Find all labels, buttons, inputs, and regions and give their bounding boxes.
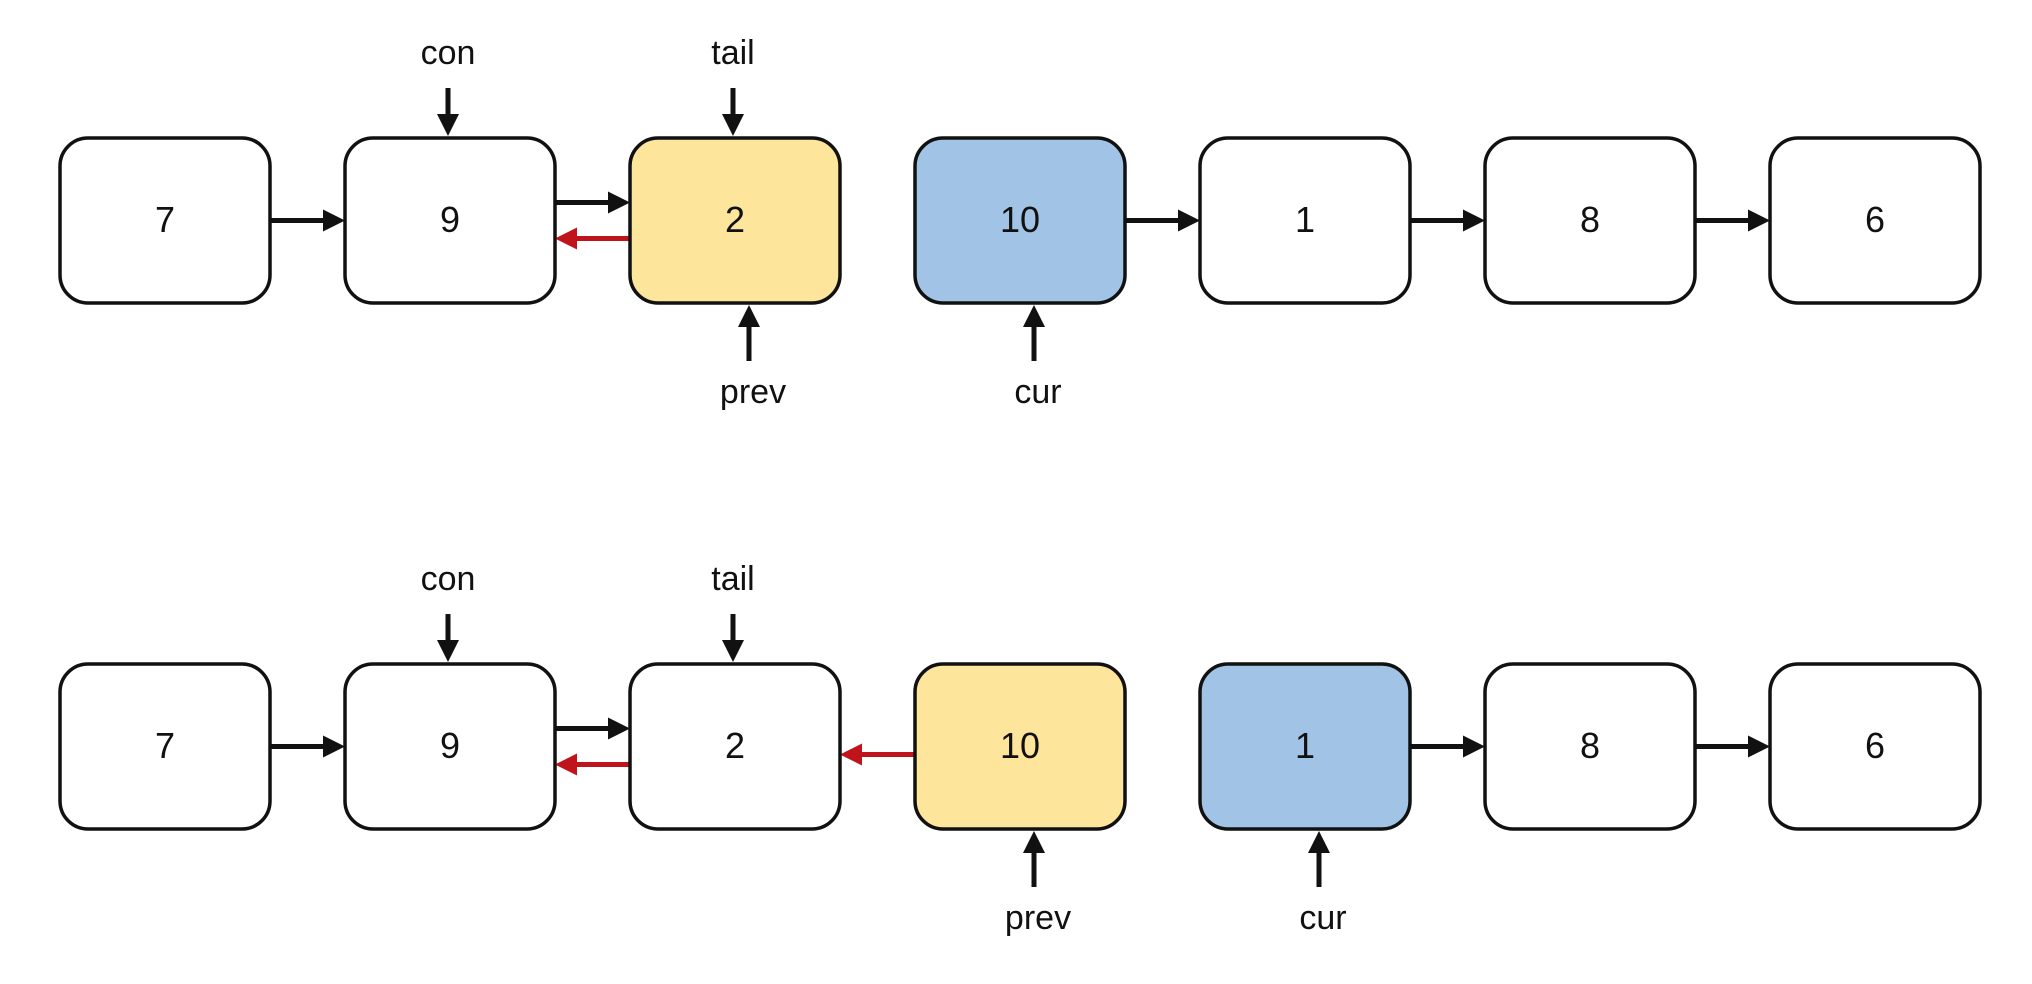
node-box: [343, 662, 557, 831]
node-value: 2: [725, 725, 745, 766]
node-box: [1198, 662, 1412, 831]
node-box: [58, 136, 272, 305]
node-value: 9: [440, 199, 460, 240]
node-box: [1483, 662, 1697, 831]
list-node: 1: [1198, 136, 1412, 305]
node-box: [58, 662, 272, 831]
node-value: 6: [1865, 725, 1885, 766]
pointer-arrow: [722, 88, 744, 136]
next-link-arrow: [555, 191, 630, 214]
list-node: 7: [58, 662, 272, 831]
list-node: 9: [343, 662, 557, 831]
node-box: [343, 136, 557, 305]
list-node: 1: [1198, 662, 1412, 831]
pointer-arrow: [437, 614, 459, 662]
pointer-tail: tail: [711, 560, 755, 662]
pointer-arrow: [437, 88, 459, 136]
reversed-link-arrow: [555, 227, 630, 250]
node-value: 8: [1580, 199, 1600, 240]
node-box: [1768, 136, 1982, 305]
pointer-arrow: [1023, 831, 1045, 887]
reversed-link-arrow: [555, 753, 630, 776]
pointer-cur: cur: [1014, 305, 1062, 411]
list-node: 6: [1768, 136, 1982, 305]
node-value: 7: [155, 199, 175, 240]
node-value: 10: [1000, 725, 1040, 766]
node-box: [628, 136, 842, 305]
node-box: [628, 662, 842, 831]
node-box: [913, 662, 1127, 831]
node-value: 2: [725, 199, 745, 240]
next-link-arrow: [555, 717, 630, 740]
node-value: 10: [1000, 199, 1040, 240]
pointer-tail: tail: [711, 34, 755, 136]
next-link-arrow: [1125, 209, 1200, 232]
list-node: 6: [1768, 662, 1982, 831]
pointer-cur: cur: [1299, 831, 1347, 937]
node-box: [1768, 662, 1982, 831]
pointer-label: cur: [1299, 899, 1346, 937]
node-box: [1483, 136, 1697, 305]
pointer-arrow: [1308, 831, 1330, 887]
node-value: 8: [1580, 725, 1600, 766]
pointer-label: prev: [1005, 899, 1071, 937]
node-box: [913, 136, 1127, 305]
next-link-arrow: [1695, 735, 1770, 758]
reversed-link-arrow: [840, 743, 915, 766]
list-node: 10: [913, 662, 1127, 831]
next-link-arrow: [1410, 735, 1485, 758]
list-node: 2: [628, 662, 842, 831]
pointer-label: tail: [711, 560, 754, 598]
pointer-prev: prev: [720, 305, 786, 411]
list-node: 8: [1483, 136, 1697, 305]
pointer-label: cur: [1014, 373, 1061, 411]
node-box: [1198, 136, 1412, 305]
node-value: 6: [1865, 199, 1885, 240]
pointer-label: tail: [711, 34, 754, 72]
next-link-arrow: [270, 209, 345, 232]
node-value: 1: [1295, 725, 1315, 766]
next-link-arrow: [270, 735, 345, 758]
node-value: 9: [440, 725, 460, 766]
pointer-label: prev: [720, 373, 786, 411]
list-node: 9: [343, 136, 557, 305]
pointer-label: con: [421, 560, 476, 598]
next-link-arrow: [1695, 209, 1770, 232]
pointer-arrow: [722, 614, 744, 662]
list-node: 10: [913, 136, 1127, 305]
node-value: 7: [155, 725, 175, 766]
pointer-label: con: [421, 34, 476, 72]
next-link-arrow: [1410, 209, 1485, 232]
list-node: 8: [1483, 662, 1697, 831]
list-node: 2: [628, 136, 842, 305]
list-node: 7: [58, 136, 272, 305]
pointer-arrow: [1023, 305, 1045, 361]
pointer-con: con: [421, 560, 476, 662]
node-value: 1: [1295, 199, 1315, 240]
pointer-con: con: [421, 34, 476, 136]
pointer-prev: prev: [1005, 831, 1071, 937]
pointer-arrow: [738, 305, 760, 361]
